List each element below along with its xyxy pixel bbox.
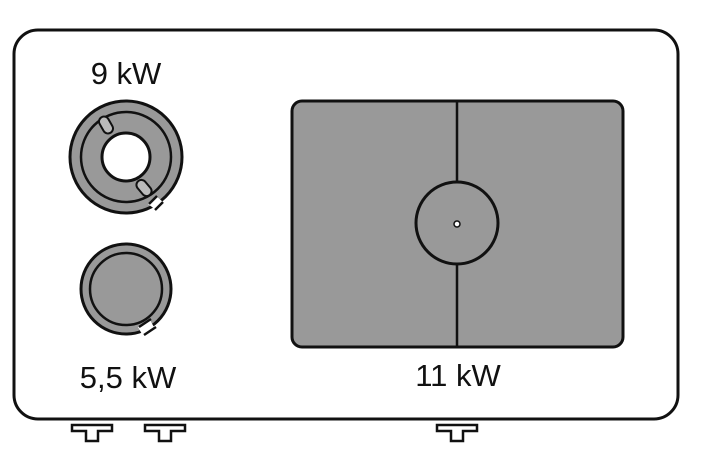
small-burner	[79, 242, 173, 337]
foot-left	[70, 423, 114, 443]
large-burner-power-label: 9 kW	[90, 56, 162, 91]
foot-middle	[143, 423, 187, 443]
large-burner-center-hole	[100, 131, 152, 183]
foot-right	[435, 423, 479, 443]
large-burner-slot-bottom	[135, 178, 153, 198]
griddle-center-dot	[453, 220, 461, 228]
large-burner-inner-ring	[79, 110, 173, 204]
large-burner-slot-top	[98, 115, 114, 135]
large-burner	[68, 99, 184, 215]
small-burner-inner-ring	[88, 251, 164, 327]
small-burner-power-label: 5,5 kW	[79, 360, 177, 395]
griddle-power-label: 11 kW	[415, 358, 501, 393]
small-burner-outer-ring	[79, 242, 173, 336]
griddle-plate	[290, 99, 625, 349]
large-burner-notch	[148, 196, 163, 210]
small-burner-notch	[138, 320, 155, 336]
